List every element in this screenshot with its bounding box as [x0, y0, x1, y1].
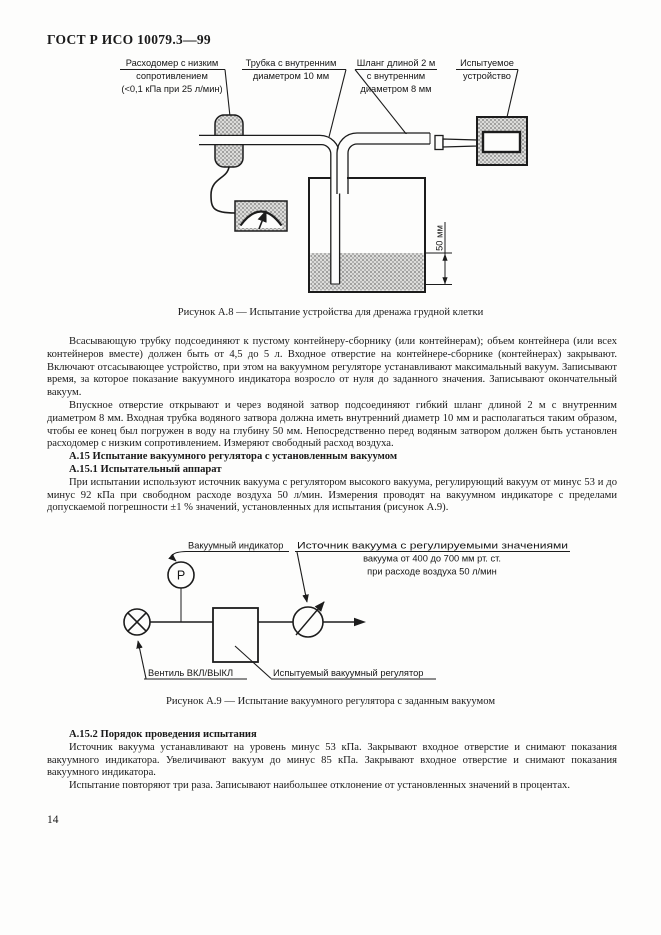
heading-a15: А.15 Испытание вакуумного регулятора с у…	[69, 451, 398, 463]
depth-dimension: 50 мм	[425, 222, 452, 285]
svg-text:диаметром 8 мм: диаметром 8 мм	[360, 84, 431, 94]
paragraph-apparatus: При испытании используют источник вакуум…	[47, 476, 617, 514]
page-number: 14	[47, 814, 59, 826]
valve-symbol	[123, 608, 151, 636]
paragraph-suction-tube: Всасывающую трубку подсоединяют к пустом…	[47, 336, 617, 399]
water-seal-tank	[308, 177, 426, 293]
figure-a8-caption: Рисунок А.8 — Испытание устройства для д…	[177, 307, 484, 318]
heading-a15-1: А.15.1 Испытательный аппарат	[69, 463, 222, 475]
tube-callout: Трубка с внутренним диаметром 10 мм	[242, 58, 347, 138]
document-header: ГОСТ Р ИСО 10079.3—99	[47, 32, 211, 47]
svg-text:Испытуемое: Испытуемое	[460, 58, 514, 68]
svg-text:(<0,1 кПа при 25 л/мин): (<0,1 кПа при 25 л/мин)	[121, 84, 222, 94]
heading-a15-2: А.15.2 Порядок проведения испытания	[69, 729, 257, 740]
hose-callout: Шланг длиной 2 м с внутренним диаметром …	[354, 58, 437, 141]
figure-a9-vacuum-regulator-diagram: Вакуумный индикатор Источник вакуума с р…	[123, 541, 570, 680]
paragraph-procedure: Источник вакуума устанавливают на уровен…	[47, 741, 617, 779]
regulator-under-test-symbol	[212, 607, 259, 663]
svg-text:Вентиль ВКЛ/ВЫКЛ: Вентиль ВКЛ/ВЫКЛ	[148, 668, 233, 678]
svg-text:вакуума от 400 до 700 мм рт. с: вакуума от 400 до 700 мм рт. ст.	[363, 554, 501, 564]
indicator-callout: Вакуумный индикатор	[168, 541, 289, 562]
figure-a9-caption: Рисунок А.9 — Испытание вакуумного регул…	[165, 696, 496, 707]
body-text-block-1: Всасывающую трубку подсоединяют к пустом…	[47, 336, 617, 515]
svg-text:устройство: устройство	[463, 71, 511, 81]
paragraph-inlet-port: Впускное отверстие открывают и через вод…	[47, 399, 617, 450]
svg-text:50 мм: 50 мм	[435, 225, 445, 251]
svg-text:с внутренним: с внутренним	[367, 71, 425, 81]
flowmeter-callout: Расходомер с низким сопротивлением (<0,1…	[120, 58, 232, 127]
source-callout: Источник вакуума с регулируемыми значени…	[295, 541, 570, 603]
device-under-test-symbol	[476, 116, 528, 166]
svg-text:диаметром 10 мм: диаметром 10 мм	[253, 71, 329, 81]
svg-text:Испытуемый вакуумный регулятор: Испытуемый вакуумный регулятор	[273, 668, 423, 678]
svg-text:P: P	[177, 569, 185, 583]
regulator-callout: Испытуемый вакуумный регулятор	[234, 645, 436, 680]
svg-text:Источник вакуума с регулируемы: Источник вакуума с регулируемыми значени…	[297, 541, 568, 551]
body-text-block-2: А.15.2 Порядок проведения испытания Исто…	[47, 729, 617, 793]
paragraph-repeat: Испытание повторяют три раза. Записывают…	[69, 780, 570, 792]
vacuum-gauge-symbol	[234, 200, 288, 232]
vacuum-source-symbol	[292, 601, 325, 638]
flow-arrow	[323, 617, 366, 627]
gauge-wire	[210, 166, 236, 214]
hose-tube	[336, 132, 431, 194]
svg-text:Вакуумный индикатор: Вакуумный индикатор	[188, 541, 283, 551]
svg-text:Расходомер с низким: Расходомер с низким	[126, 58, 219, 68]
valve-callout: Вентиль ВКЛ/ВЫКЛ	[136, 640, 247, 680]
svg-text:при расходе воздуха 50 л/мин: при расходе воздуха 50 л/мин	[367, 567, 497, 577]
svg-text:Шланг длиной 2 м: Шланг длиной 2 м	[357, 58, 436, 68]
svg-text:Трубка с внутренним: Трубка с внутренним	[246, 58, 337, 68]
vacuum-indicator-symbol: P	[167, 561, 195, 622]
device-connector	[434, 134, 478, 151]
svg-text:сопротивлением: сопротивлением	[136, 71, 208, 81]
figure-a8-chest-drainage-diagram: Расходомер с низким сопротивлением (<0,1…	[120, 58, 528, 293]
water	[310, 253, 424, 291]
